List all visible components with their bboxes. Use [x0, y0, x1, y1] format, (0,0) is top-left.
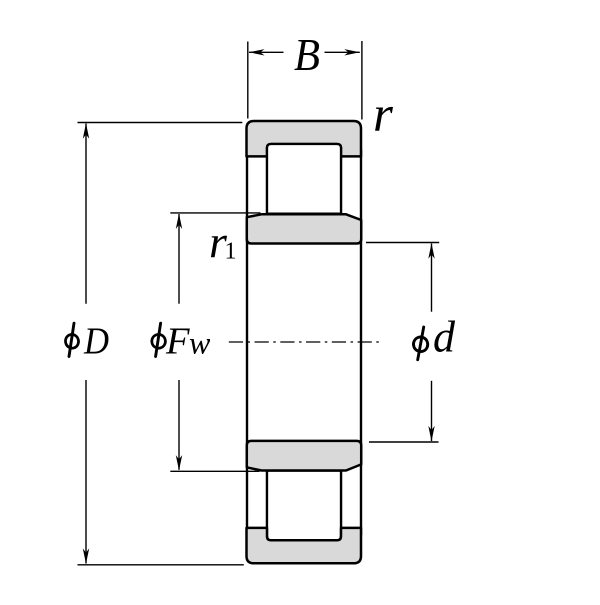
svg-text:r: r: [373, 87, 393, 143]
svg-text:D: D: [83, 321, 109, 363]
svg-text:F: F: [165, 321, 190, 363]
svg-text:d: d: [433, 313, 456, 362]
svg-text:1: 1: [225, 238, 237, 264]
svg-text:r: r: [209, 216, 228, 267]
svg-text:B: B: [294, 30, 320, 80]
svg-text:w: w: [189, 325, 211, 361]
